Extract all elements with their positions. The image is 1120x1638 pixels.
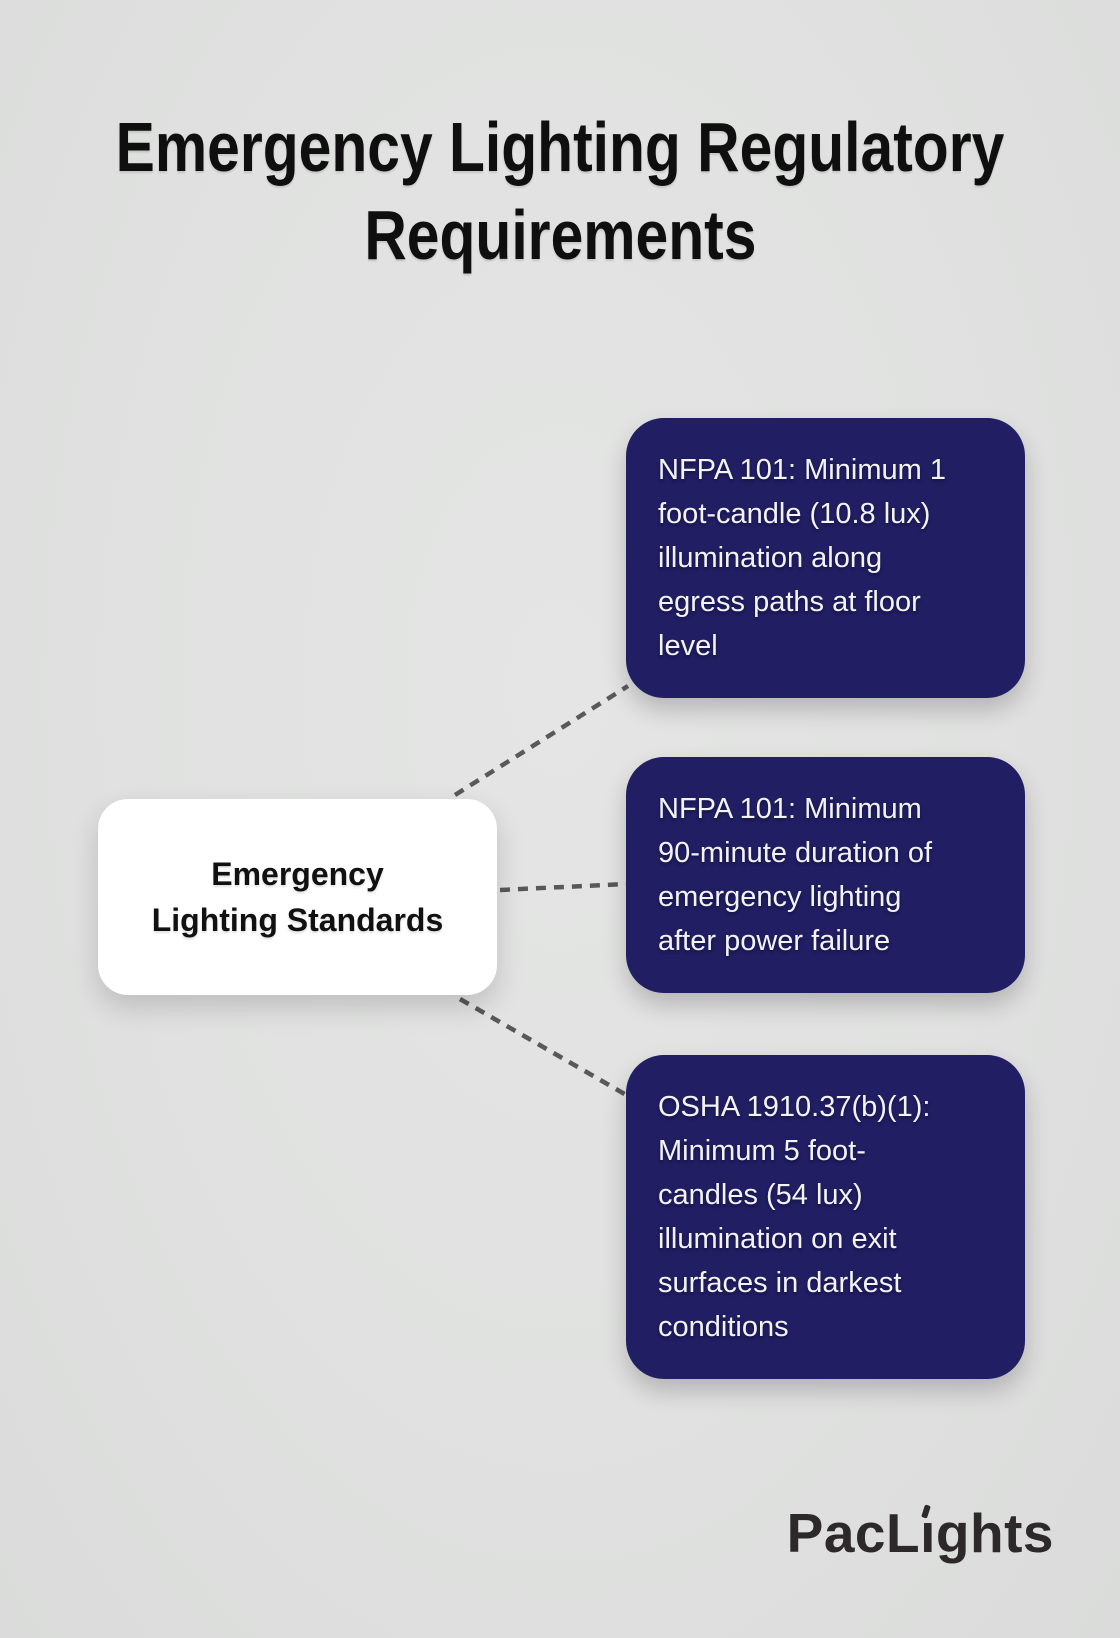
card-text-line: OSHA 1910.37(b)(1): bbox=[658, 1091, 931, 1123]
center-node-line-1: Emergency bbox=[211, 856, 384, 892]
card-nfpa-illumination-requirement: NFPA 101: Minimum 1 foot-candle (10.8 lu… bbox=[626, 418, 1025, 698]
logo-text-prefix: PacL bbox=[786, 1502, 921, 1564]
card-text-line: conditions bbox=[658, 1311, 789, 1343]
card-text-line: NFPA 101: Minimum bbox=[658, 793, 922, 825]
card-nfpa-duration-requirement: NFPA 101: Minimum 90-minute duration of … bbox=[626, 757, 1025, 993]
logo-letter-i: ı bbox=[920, 1502, 936, 1564]
card-text-line: candles (54 lux) bbox=[658, 1179, 863, 1211]
card-text-line: illumination along bbox=[658, 542, 883, 574]
card-text-line: surfaces in darkest bbox=[658, 1267, 902, 1299]
connector-top bbox=[453, 684, 630, 797]
card-text-line: after power failure bbox=[658, 925, 891, 957]
page-title-line-1: Emergency Lighting Regulatory bbox=[115, 108, 1005, 186]
card-text-line: illumination on exit bbox=[658, 1223, 897, 1255]
card-text-line: 90-minute duration of bbox=[658, 837, 933, 869]
card-osha-illumination-requirement: OSHA 1910.37(b)(1): Minimum 5 foot- cand… bbox=[626, 1055, 1025, 1379]
card-text-line: emergency lighting bbox=[658, 881, 902, 913]
connector-bottom bbox=[458, 997, 630, 1098]
card-text-line: NFPA 101: Minimum 1 bbox=[658, 454, 946, 486]
page-title-line-2: Requirements bbox=[363, 196, 757, 274]
card-text-line: foot-candle (10.8 lux) bbox=[658, 498, 931, 530]
page-title: Emergency Lighting Regulatory Requiremen… bbox=[0, 103, 1120, 279]
card-text-line: egress paths at floor bbox=[658, 586, 921, 618]
center-node-emergency-lighting-standards: Emergency Lighting Standards bbox=[98, 799, 497, 995]
card-text-line: level bbox=[658, 630, 718, 662]
center-node-line-2: Lighting Standards bbox=[151, 902, 444, 938]
card-text-line: Minimum 5 foot- bbox=[658, 1135, 866, 1167]
connector-middle bbox=[499, 881, 627, 893]
logo-text-suffix: ghts bbox=[935, 1502, 1054, 1564]
